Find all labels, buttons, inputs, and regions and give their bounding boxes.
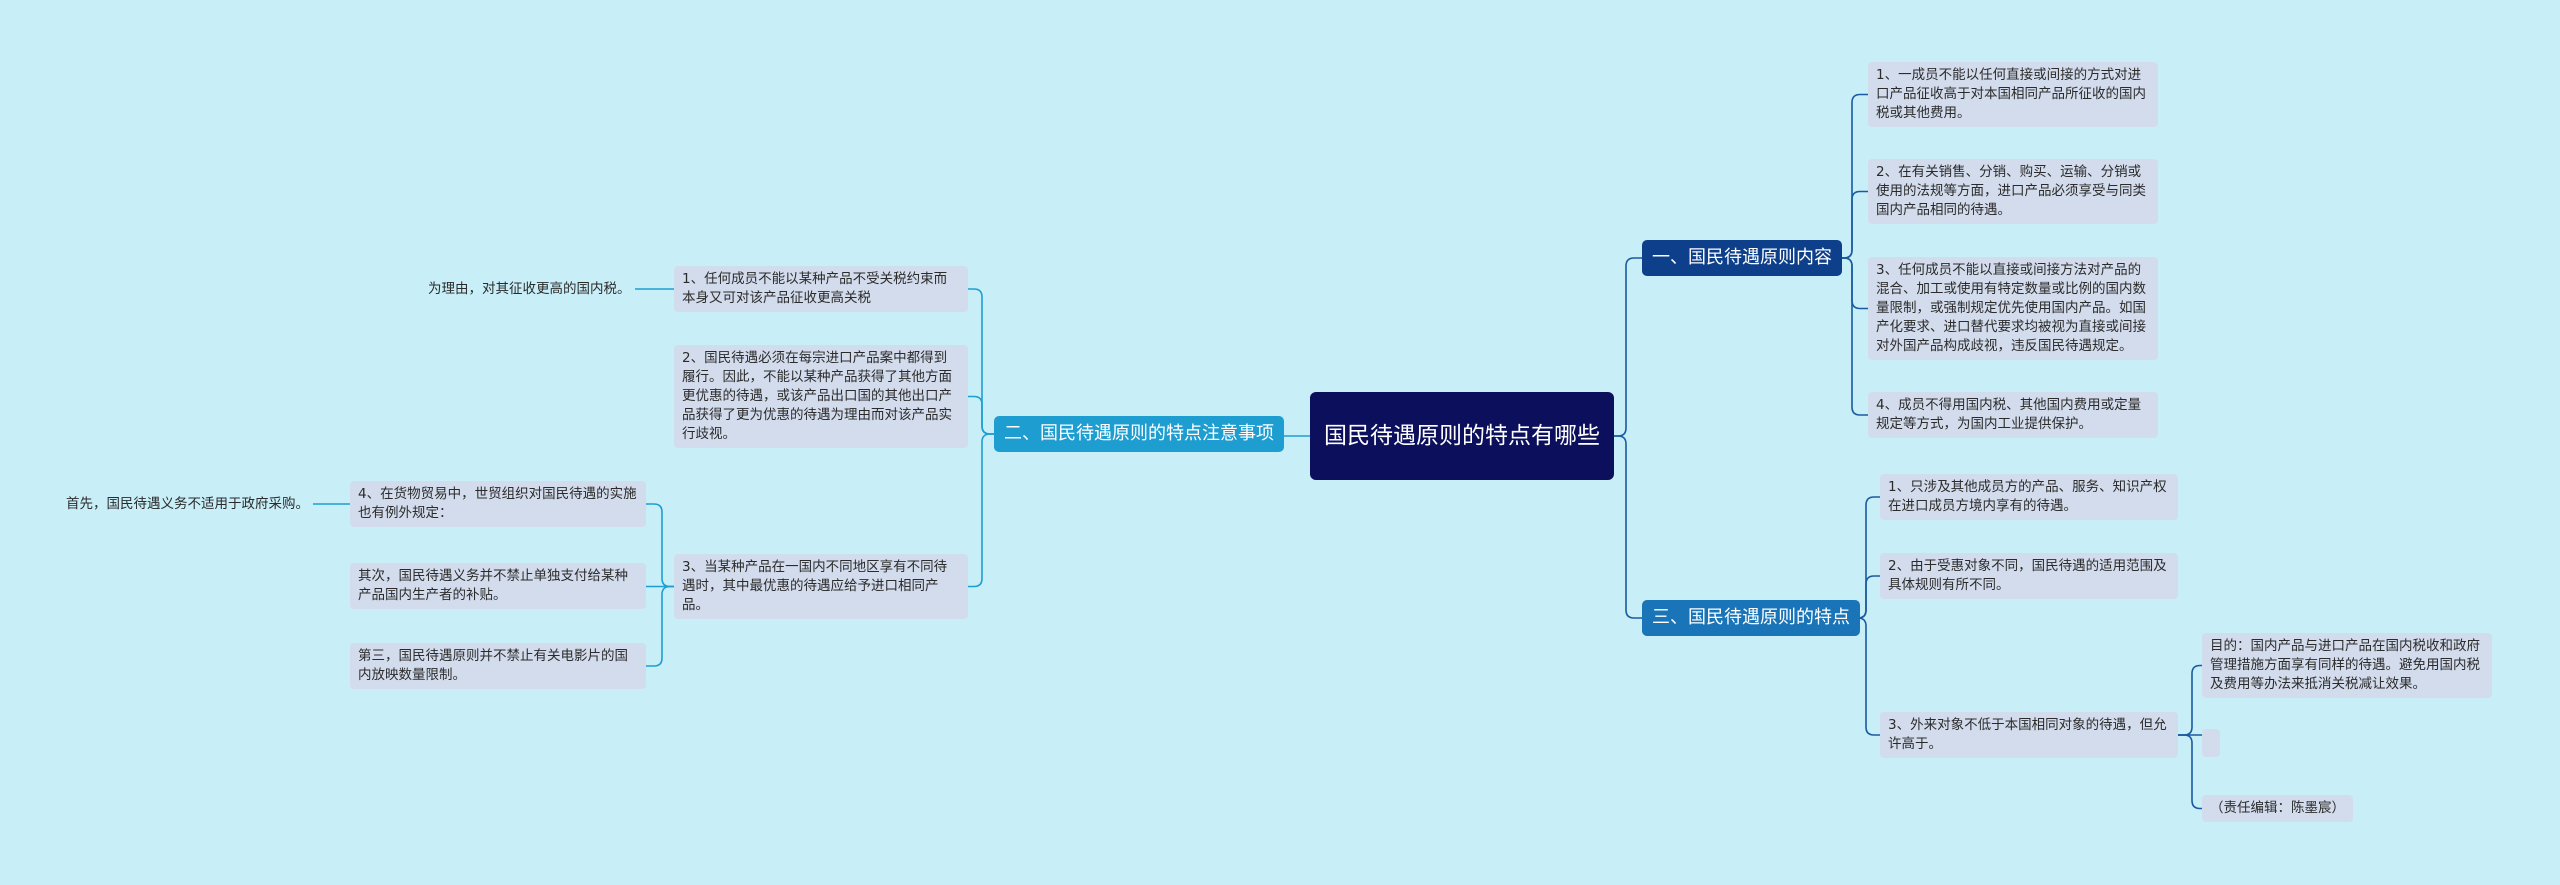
link-root-branch3 [1614,435,1642,619]
branch-national-treatment-content[interactable]: 一、国民待遇原则内容 [1642,240,1842,276]
content-item-2[interactable]: 2、在有关销售、分销、购买、运输、分销或使用的法规等方面，进口产品必须享受与同类… [1868,159,2158,224]
feature-item-1[interactable]: 1、只涉及其他成员方的产品、服务、知识产权在进口成员方境内享有的待遇。 [1880,474,2178,520]
content-item-4[interactable]: 4、成员不得用国内税、其他国内费用或定量规定等方式，为国内工业提供保护。 [1868,392,2158,438]
feature-item-3[interactable]: 3、外来对象不低于本国相同对象的待遇，但允许高于。 [1880,712,2178,758]
link-feature3-child-3 [2178,734,2202,810]
link-branch2-item-3 [968,433,994,588]
notes-item-2[interactable]: 2、国民待遇必须在每宗进口产品案中都得到履行。因此，不能以某种产品获得了其他方面… [674,345,968,448]
feature-item-3-purpose[interactable]: 目的：国内产品与进口产品在国内税收和政府管理措施方面享有同样的待遇。避免用国内税… [2202,633,2492,698]
link-branch1-item-3 [1842,257,1868,310]
branch-label: 一、国民待遇原则内容 [1652,247,1832,268]
link-branch2-item-1 [968,288,994,435]
root-topic[interactable]: 国民待遇原则的特点有哪些 [1310,392,1614,480]
branch-label: 二、国民待遇原则的特点注意事项 [1004,423,1274,444]
notes-item-1[interactable]: 1、任何成员不能以某种产品不受关税约束而本身又可对该产品征收更高关税 [674,266,968,312]
feature-item-2[interactable]: 2、由于受惠对象不同，国民待遇的适用范围及具体规则有所不同。 [1880,553,2178,599]
content-item-1[interactable]: 1、一成员不能以任何直接或间接的方式对进口产品征收高于对本国相同产品所征收的国内… [1868,62,2158,127]
link-notes3-child-3 [646,585,674,667]
exception-item-third[interactable]: 第三，国民待遇原则并不禁止有关电影片的国内放映数量限制。 [350,643,646,689]
branch-label: 三、国民待遇原则的特点 [1652,607,1850,628]
link-branch3-item-3 [1857,617,1880,736]
feature-item-3-empty[interactable] [2202,729,2220,757]
exception-item-second[interactable]: 其次，国民待遇义务并不禁止单独支付给某种产品国内生产者的补贴。 [350,563,646,609]
editor-credit[interactable]: （责任编辑：陈墨宸） [2202,795,2353,822]
branch-feature-notes[interactable]: 二、国民待遇原则的特点注意事项 [994,416,1284,452]
link-branch3-item-1 [1857,496,1880,619]
link-branch1-item-4 [1842,257,1868,416]
link-root-branch1 [1614,257,1642,437]
link-notes3-child-1 [646,503,674,588]
link-branch3-item-2 [1857,575,1880,619]
notes-item-3[interactable]: 3、当某种产品在一国内不同地区享有不同待遇时，其中最优惠的待遇应给予进口相同产品… [674,554,968,619]
link-branch1-item-1 [1842,93,1868,259]
link-branch2-item-2 [968,395,994,435]
branch-national-treatment-features[interactable]: 三、国民待遇原则的特点 [1642,600,1860,636]
exception-item-first[interactable]: 首先，国民待遇义务不适用于政府采购。 [66,496,309,512]
notes-item-1-child[interactable]: 为理由，对其征收更高的国内税。 [428,281,631,297]
content-item-3[interactable]: 3、任何成员不能以直接或间接方法对产品的混合、加工或使用有特定数量或比例的国内数… [1868,257,2158,360]
exception-item-intro[interactable]: 4、在货物贸易中，世贸组织对国民待遇的实施也有例外规定： [350,481,646,527]
root-topic-label: 国民待遇原则的特点有哪些 [1324,423,1600,449]
link-feature3-child-1 [2178,664,2202,736]
link-branch1-item-2 [1842,190,1868,259]
